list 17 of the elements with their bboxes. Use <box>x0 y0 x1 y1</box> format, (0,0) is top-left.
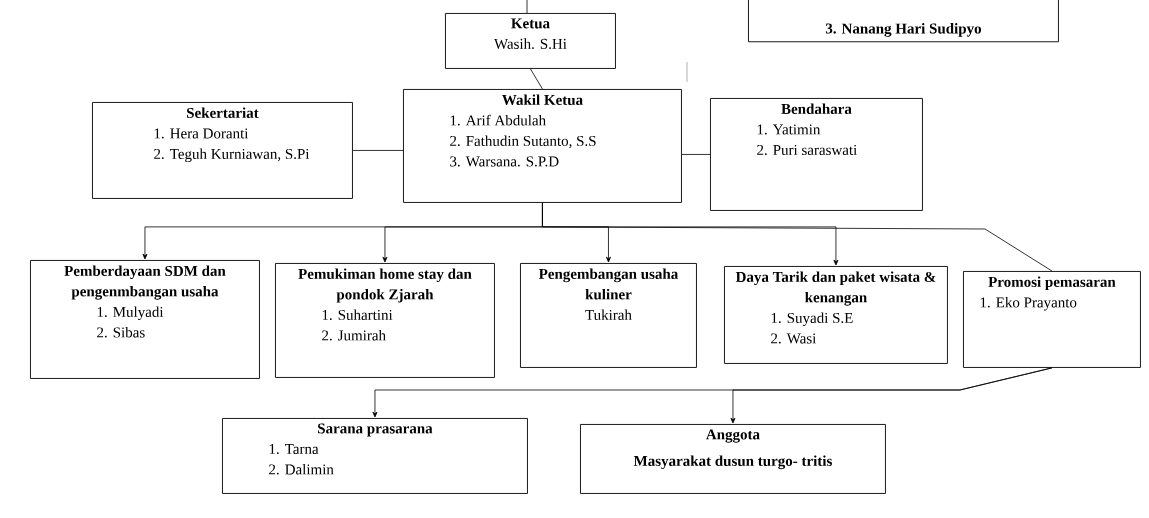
org-box: Promosi pemasaran 1. Eko Prayanto <box>963 271 1141 368</box>
org-box: Pengembangan usaha kuliner Tukirah <box>520 263 697 368</box>
org-box: Anggota Masyarakat dusun turgo- tritis <box>580 424 886 494</box>
org-box: Pemberdayaan SDM dan pengenmbangan usaha 1. Mulyadi 2. Sibas <box>30 260 260 379</box>
org-box: Wakil Ketua 1. Arif Abdulah 2. Fathudin Sutanto, S.S 3. Warsana. S.P.D <box>403 89 682 203</box>
connector-line <box>530 68 543 90</box>
org-box: Pemukiman home stay dan pondok Zjarah 1. Suhartini 2. Jumirah <box>275 263 495 378</box>
org-box: Bendahara 1. Yatimin 2. Puri saraswati <box>710 98 923 211</box>
connector-line <box>730 367 1053 424</box>
org-box: Sarana prasarana 1. Tarna 2. Dalimin <box>222 418 528 494</box>
connector-line <box>542 202 1053 272</box>
org-box: Ketua Wasih. S.Hi <box>445 13 616 69</box>
org-box: Daya Tarik dan paket wisata & kenangan 1. Suyadi S.E 2. Wasi <box>724 266 948 364</box>
connector-line <box>352 150 404 151</box>
org-box: 3. Nanang Hari Sudipyo <box>748 0 1059 43</box>
org-box: Sekertariat 1. Hera Doranti 2. Teguh Kurniawan, S.Pi <box>92 102 353 199</box>
connector-line <box>681 154 711 155</box>
